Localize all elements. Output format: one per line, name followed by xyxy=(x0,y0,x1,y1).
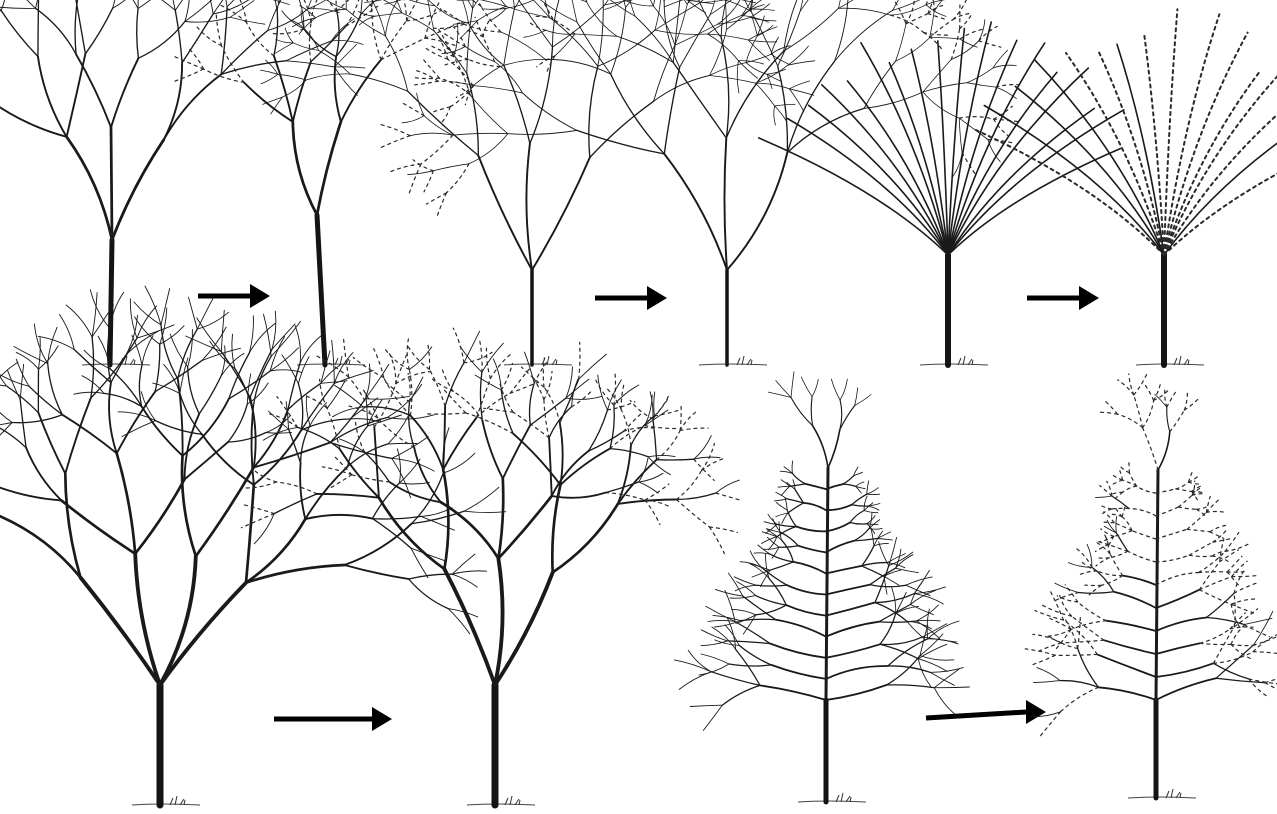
trunk xyxy=(107,237,115,368)
tree-4-before xyxy=(0,285,507,809)
tree-5-after xyxy=(1024,372,1277,801)
right-arrow-icon-2 xyxy=(595,286,667,310)
right-arrow-icon-4 xyxy=(274,707,392,731)
right-arrow-icon-1 xyxy=(198,284,270,308)
tree-3-before xyxy=(757,21,1125,368)
right-arrow-icon-3 xyxy=(1027,286,1099,310)
tree-4-after xyxy=(240,327,741,809)
tree-1-before xyxy=(0,0,366,368)
tree-5-before xyxy=(673,371,970,805)
tree-1-after xyxy=(171,0,460,368)
right-arrow-icon-5 xyxy=(925,700,1046,724)
tree-2-after xyxy=(378,0,1020,367)
tree-3-after xyxy=(972,8,1277,368)
tree-2-before xyxy=(259,0,816,367)
trunk xyxy=(314,212,328,368)
